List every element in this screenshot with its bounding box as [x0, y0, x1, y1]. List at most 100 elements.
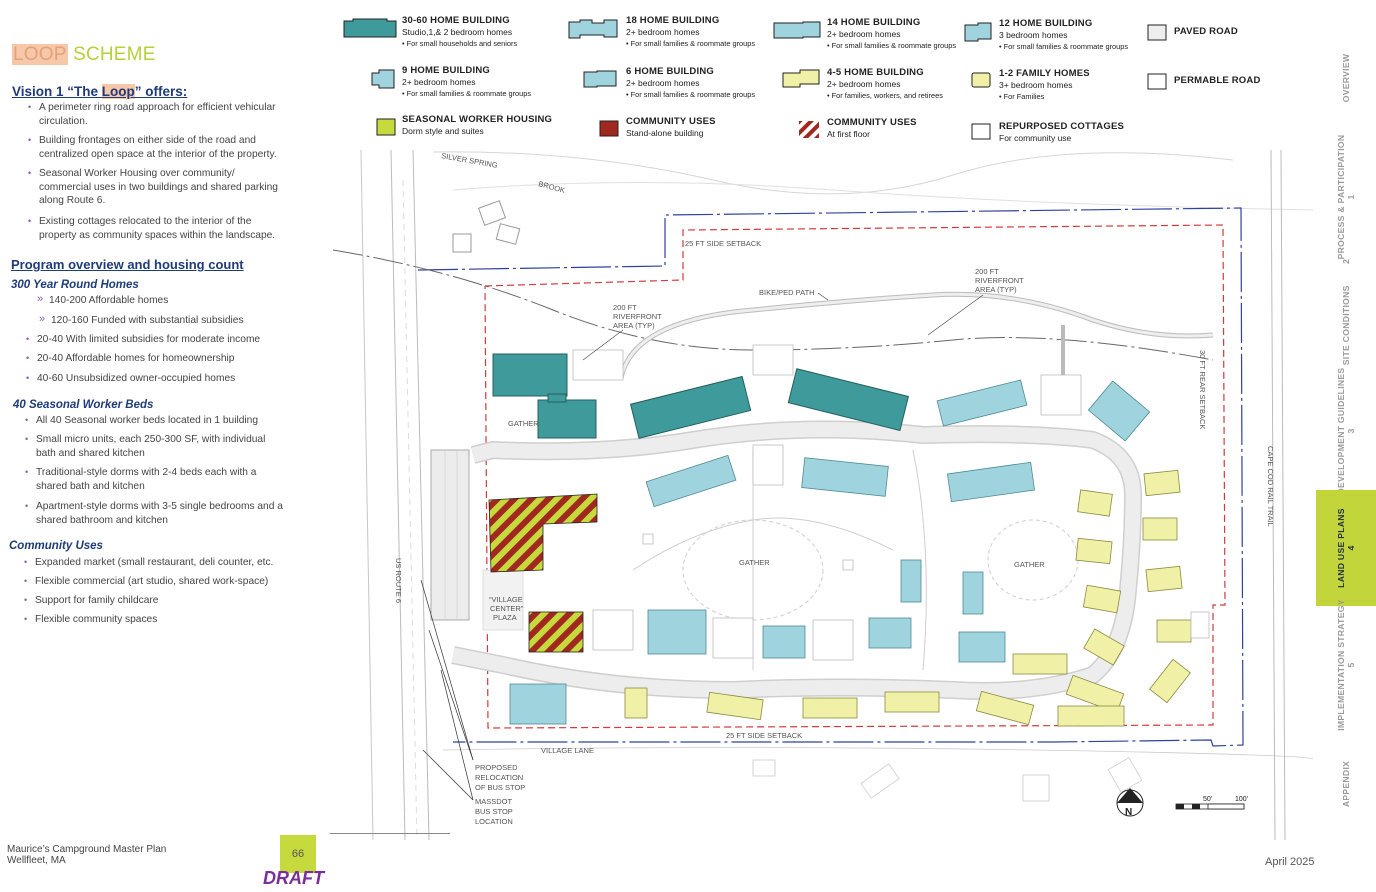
repurposed-cottages: [572, 344, 1210, 661]
legend-title: 14 HOME BUILDING: [827, 17, 921, 28]
legend-desc: For community use: [999, 132, 1072, 143]
community-item: •Flexible commercial (art studio, shared…: [24, 576, 269, 587]
footer-line1: Maurice’s Campground Master Plan: [7, 844, 167, 855]
legend-title: PERMABLE ROAD: [1174, 75, 1261, 86]
seasonal-item-text: All 40 Seasonal worker beds located in 1…: [36, 415, 259, 426]
property-boundary: [417, 207, 1244, 747]
seasonal-item: •All 40 Seasonal worker beds located in …: [25, 415, 259, 426]
year-round-item-text: 20-40 Affordable homes for homeownership: [37, 353, 235, 364]
label-bus-massdot-a: MASSDOT: [475, 797, 513, 806]
vision-heading: Vision 1 “The Loop” offers:: [12, 84, 187, 99]
seasonal-item-text: Small micro units, each 250-300 SF, with…: [36, 434, 266, 459]
nav-label: OVERVIEW: [1341, 53, 1351, 103]
label-brook: BROOK: [537, 179, 565, 195]
community-item: •Expanded market (small restaurant, deli…: [24, 557, 274, 568]
label-side-setback-bottom: 25 FT SIDE SETBACK: [726, 731, 802, 740]
context-top: [432, 151, 1313, 253]
label-riverfront-2b: RIVERFRONT: [975, 276, 1024, 285]
label-gather-2: GATHER: [739, 558, 770, 567]
nav-tab-overview[interactable]: OVERVIEW: [1316, 14, 1376, 142]
seasonal-item: •Apartment-style dorms with 3-5 single b…: [25, 501, 283, 526]
legend-title: 30-60 HOME BUILDING: [402, 15, 510, 26]
label-bus-proposed-c: OF BUS STOP: [475, 783, 525, 792]
legend-swatch-4-5: [782, 69, 820, 88]
year-round-item: •20-40 With limited subsidies for modera…: [26, 334, 261, 345]
seasonal-heading: 40 Seasonal Worker Beds: [13, 399, 154, 411]
nav-label: DEVELOPMENT GUIDELINES: [1336, 367, 1346, 495]
legend-item-permable: PERMABLE ROAD: [1174, 75, 1261, 87]
legend-desc: Stand-alone building: [626, 127, 704, 138]
legend-desc: Studio,1,& 2 bedroom homes: [402, 26, 513, 37]
label-gather-1: GATHER: [508, 419, 539, 428]
label-gather-3: GATHER: [1014, 560, 1045, 569]
legend-title: PAVED ROAD: [1174, 26, 1238, 37]
legend-title: 9 HOME BUILDING: [402, 65, 490, 76]
nav-num: 3: [1346, 428, 1356, 434]
label-bus-proposed-a: PROPOSED: [475, 763, 518, 772]
label-riverfront-1b: RIVERFRONT: [613, 312, 662, 321]
legend-title: COMMUNITY USES: [827, 117, 917, 128]
legend-title: 12 HOME BUILDING: [999, 18, 1093, 29]
legend-swatch-6: [583, 70, 617, 88]
vision-bullet: •A perimeter ring road approach for effi…: [28, 102, 276, 127]
nav-tab-site-conditions[interactable]: SITE CONDITIONS 2: [1316, 252, 1376, 372]
vision-heading-highlight: Loop: [101, 84, 135, 99]
legend-swatch-12: [964, 22, 992, 42]
year-round-heading: 300 Year Round Homes: [11, 279, 139, 291]
label-village-center-c: PLAZA: [493, 613, 517, 622]
seasonal-item-text: Traditional-style dorms with 2-4 beds ea…: [36, 467, 257, 492]
legend-title: REPURPOSED COTTAGES: [999, 121, 1125, 132]
nav-num: 1: [1346, 194, 1356, 200]
legend-swatch-cottages: [971, 123, 991, 140]
bike-ped-path: [618, 291, 1214, 379]
bus-stop-callouts: [420, 579, 474, 801]
label-side-setback-top: 25 FT SIDE SETBACK: [685, 239, 761, 248]
legend-swatch-30-60: [343, 18, 397, 38]
setback-line: [484, 224, 1226, 729]
legend-desc: 2+ bedroom homes: [827, 78, 901, 89]
page-number: 66: [291, 848, 305, 860]
community-item: •Flexible community spaces: [24, 614, 158, 625]
vision-bullet: •Existing cottages relocated to the inte…: [28, 216, 276, 241]
legend-desc: 3 bedroom homes: [999, 29, 1068, 40]
community-item-text: Expanded market (small restaurant, deli …: [35, 557, 274, 568]
vision-bullet: •Building frontages on either side of th…: [28, 135, 277, 160]
legend-swatch-14: [773, 21, 821, 39]
community-item-text: Flexible commercial (art studio, shared …: [35, 576, 269, 587]
legend-note: • For small families & roommate groups: [626, 39, 756, 48]
nav-label: IMPLEMENTATION STRATEGY: [1336, 599, 1346, 731]
nav-label: LAND USE PLANS: [1336, 508, 1346, 588]
label-riverfront-2c: AREA (TYP): [975, 285, 1017, 294]
year-round-sub-text: 140-200 Affordable homes: [49, 295, 169, 306]
legend-swatch-community-standalone: [599, 120, 619, 137]
vision-bullet-text: Building frontages on either side of the…: [39, 135, 277, 160]
buildings-light-blue: [509, 379, 1151, 725]
page-title: LOOP SCHEME: [12, 44, 156, 66]
nav-label: SITE CONDITIONS: [1341, 285, 1351, 366]
legend-swatch-permable: [1147, 73, 1167, 90]
legend-swatch-seasonal: [376, 118, 396, 136]
legend-desc: Dorm style and suites: [402, 125, 484, 136]
community-heading: Community Uses: [9, 540, 103, 552]
program-heading: Program overview and housing count: [11, 257, 244, 272]
nav-tab-appendix[interactable]: APPENDIX: [1316, 724, 1376, 844]
site-plan-map: SILVER SPRING BROOK 25 FT SIDE SETBACK 2…: [333, 150, 1313, 840]
legend-title: 4-5 HOME BUILDING: [827, 67, 924, 78]
vision-bullet-text: Seasonal Worker Housing over community/ …: [39, 168, 278, 206]
legend-note: • For small households and seniors: [402, 39, 518, 48]
route-6-corridor: [360, 150, 470, 840]
nav-num: 4: [1346, 545, 1356, 551]
